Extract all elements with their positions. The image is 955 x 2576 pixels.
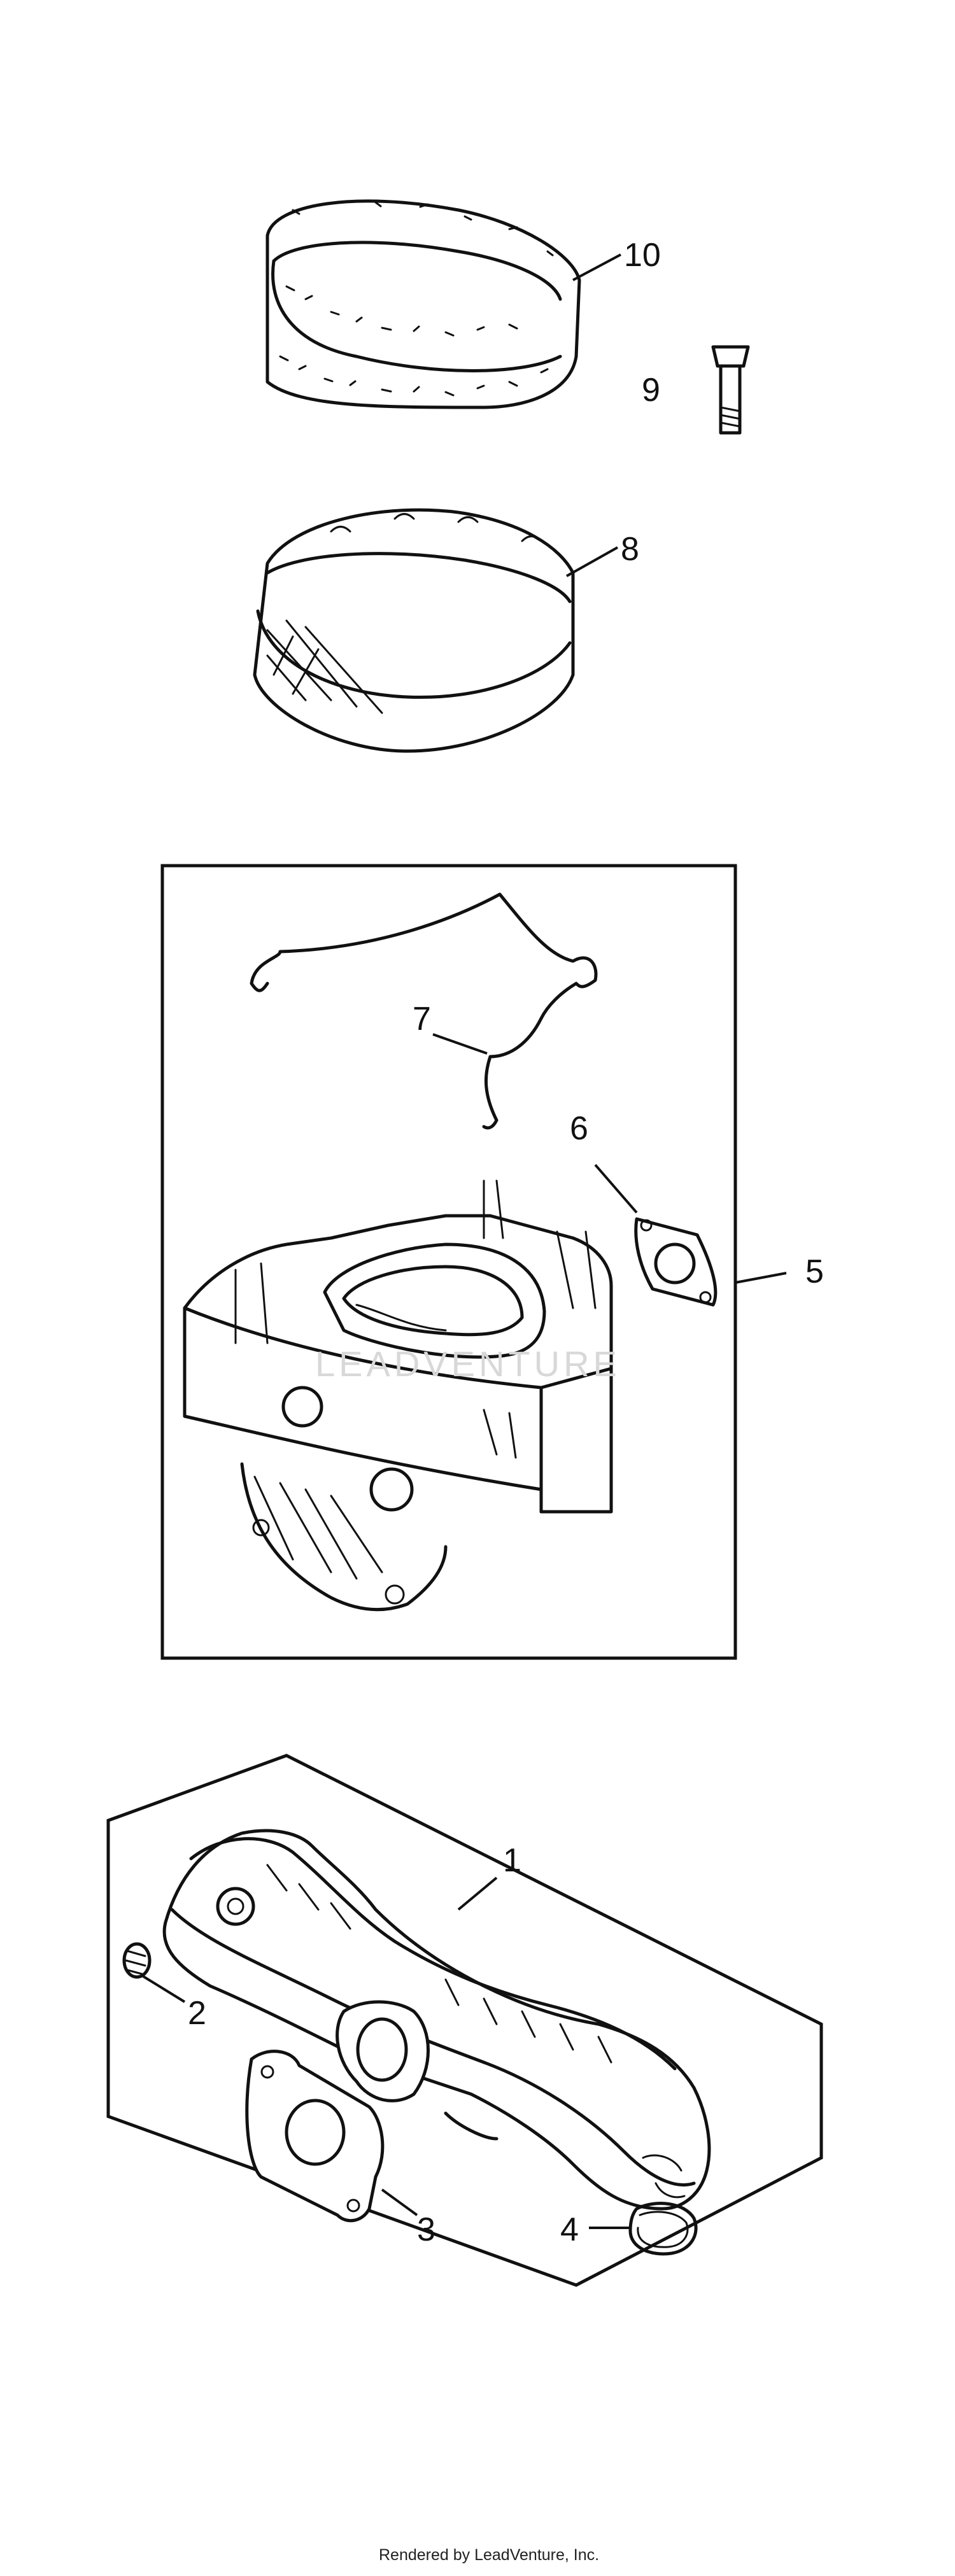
callout-6: 6 [570,1110,588,1147]
part-1-intake-manifold[interactable] [162,1829,711,2211]
footer-credit: Rendered by LeadVenture, Inc. [379,2546,599,2564]
callout-4: 4 [560,2211,579,2248]
assembly-5-frame [160,864,737,1660]
watermark: LEADVENTURE [315,1344,621,1384]
leader-7 [432,1033,488,1055]
leader-1 [457,1876,498,1911]
callout-2: 2 [188,1995,206,2032]
leader-10 [572,253,621,281]
callout-8: 8 [621,531,639,568]
assembly-1-frame [106,1754,823,2287]
leader-8 [566,546,618,577]
callout-7: 7 [413,1001,431,1038]
part-8-air-filter[interactable] [253,508,575,753]
part-6-gasket[interactable] [634,1217,718,1307]
callout-9: 9 [642,372,660,409]
part-5-air-cleaner-base[interactable] [183,1179,613,1612]
leader-3 [381,2188,418,2216]
part-10-precleaner[interactable] [265,199,581,409]
part-7-retaining-wire[interactable] [250,892,598,1130]
leader-2 [142,1975,186,2003]
part-9-screw[interactable] [711,345,750,435]
part-3-manifold-gasket[interactable] [245,2050,385,2223]
callout-5: 5 [805,1253,824,1290]
leader-5 [735,1272,787,1284]
leader-6 [594,1164,638,1214]
callout-10: 10 [624,237,661,274]
part-2-plug[interactable] [122,1942,152,1979]
callout-3: 3 [417,2211,435,2248]
part-4-o-ring[interactable] [628,2202,698,2256]
callout-1: 1 [503,1842,521,1879]
